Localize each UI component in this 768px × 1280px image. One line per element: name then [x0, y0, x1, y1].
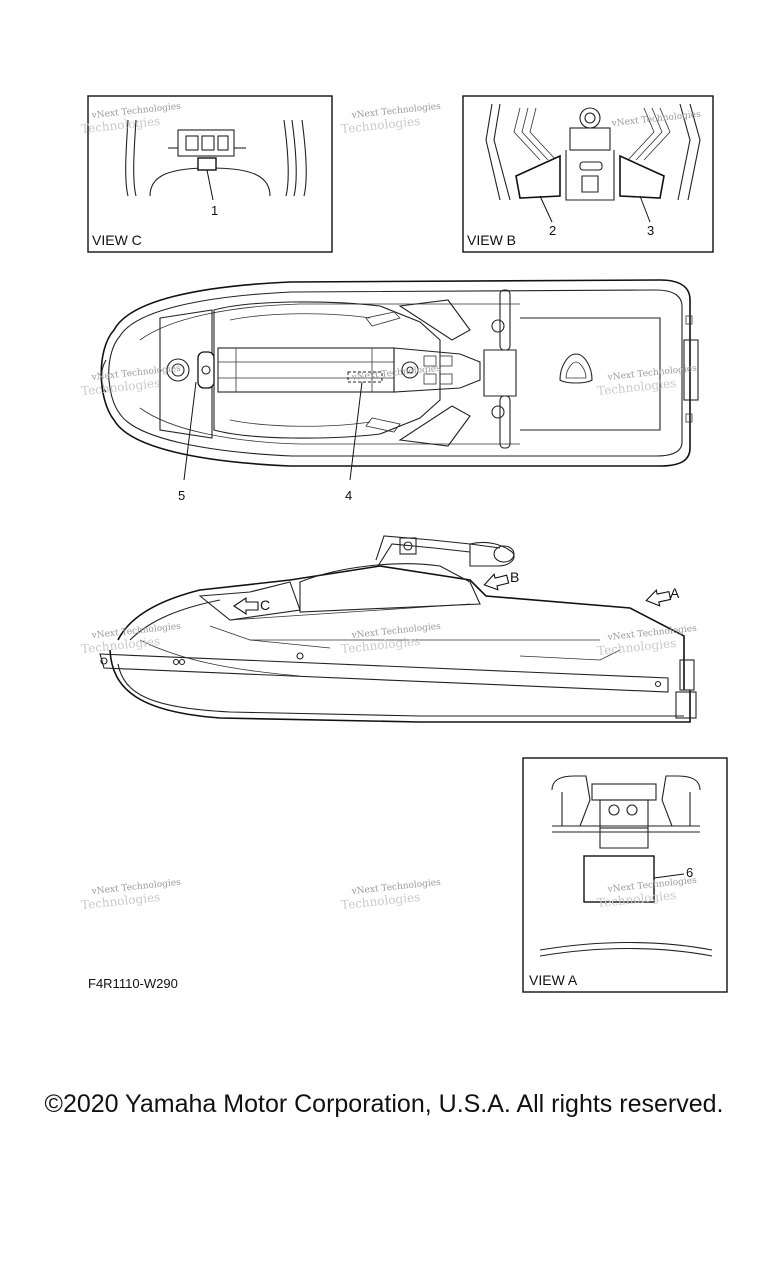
top-view-callout-5: 5 — [178, 488, 185, 503]
view-b-callout-3: 3 — [647, 223, 654, 238]
arrow-label-b: B — [510, 569, 519, 585]
view-a-panel: 6 VIEW A — [522, 757, 728, 993]
view-b-callout-2: 2 — [549, 223, 556, 238]
copyright-notice: ©2020 Yamaha Motor Corporation, U.S.A. A… — [44, 1090, 724, 1118]
top-view-jetski: 5 4 — [100, 279, 699, 503]
arrow-label-a: A — [670, 585, 680, 601]
view-c-callout-1: 1 — [211, 203, 218, 218]
view-b-title: VIEW B — [467, 232, 516, 248]
view-c-panel: 1 VIEW C — [87, 95, 333, 253]
top-view-callout-4: 4 — [345, 488, 352, 503]
view-c-title: VIEW C — [92, 232, 142, 248]
figure-code: F4R1110-W290 — [88, 976, 178, 991]
view-b-panel: 2 3 VIEW B — [462, 95, 714, 253]
arrow-label-c: C — [260, 597, 270, 613]
side-view-jetski: C B A — [99, 535, 697, 723]
watermark-text: vNext Technologies — [350, 364, 441, 383]
view-a-callout-6: 6 — [686, 865, 693, 880]
view-a-title: VIEW A — [529, 972, 578, 988]
